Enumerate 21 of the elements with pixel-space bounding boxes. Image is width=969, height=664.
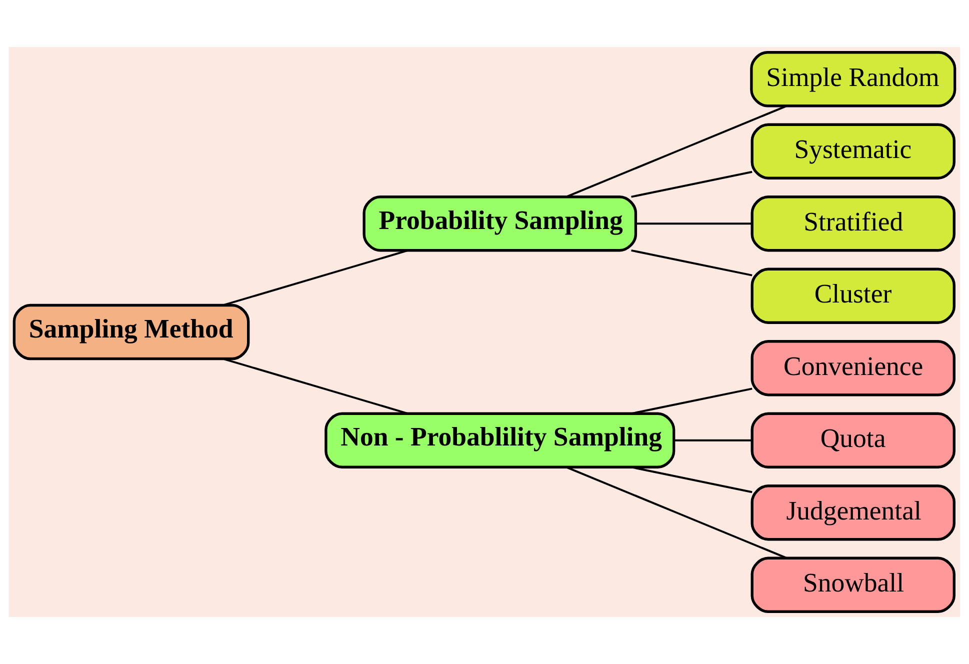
node-box: Simple Random	[750, 51, 956, 108]
node-box: Probability Sampling	[362, 196, 638, 252]
node-box: Non - Probablility Sampling	[324, 412, 676, 468]
connector	[222, 250, 408, 306]
connector	[674, 439, 752, 442]
connector	[566, 105, 787, 198]
connector	[222, 358, 408, 414]
connector	[566, 466, 787, 559]
node-box: Sampling Method	[12, 304, 250, 360]
connector	[631, 388, 752, 415]
node-box: Systematic	[750, 123, 956, 180]
node-box: Snowball	[750, 556, 956, 613]
node-box: Stratified	[750, 196, 956, 252]
connector	[636, 222, 752, 225]
node-box: Quota	[750, 412, 956, 468]
connector	[631, 466, 752, 494]
node-box: Cluster	[750, 268, 956, 324]
connector	[631, 249, 752, 276]
node-box: Convenience	[750, 340, 956, 396]
connector	[631, 170, 752, 198]
node-box: Judgemental	[750, 484, 956, 541]
